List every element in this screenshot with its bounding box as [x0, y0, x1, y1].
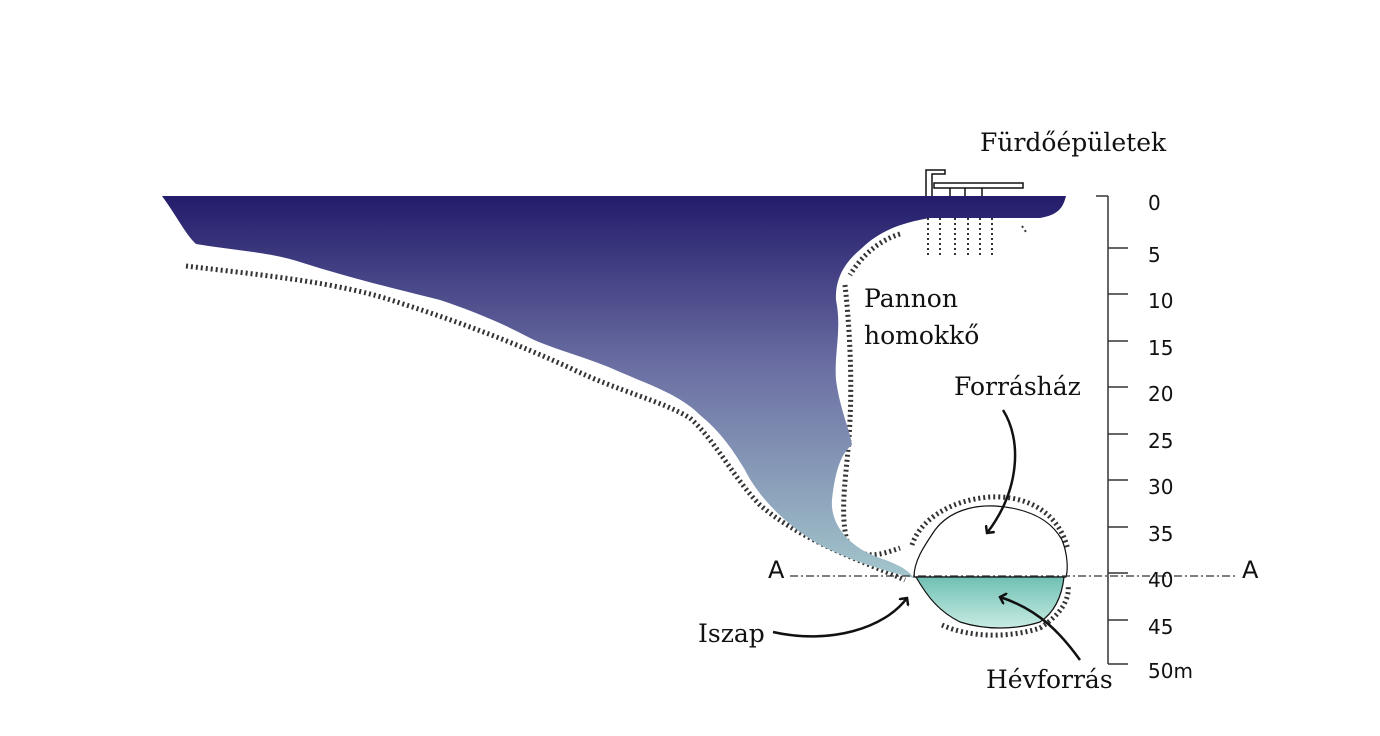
depth-tick-5: 5	[1148, 243, 1161, 267]
mud-label: Iszap	[698, 619, 765, 648]
spring-house-chamber	[913, 505, 1068, 578]
depth-tick-10: 10	[1148, 289, 1173, 313]
spring-house-arrow	[987, 409, 1017, 533]
depth-tick-0: 0	[1148, 191, 1161, 215]
chamber-dotted-rim	[909, 494, 1071, 638]
depth-tick-15: 15	[1148, 336, 1173, 360]
depth-tick-labels: 0 5 10 15 20 25 30 35 40 45 50m	[1148, 191, 1193, 683]
building-piles	[927, 218, 1027, 258]
depth-tick-40: 40	[1148, 568, 1173, 592]
sandstone-label-line1: Pannon	[864, 284, 958, 313]
lake-water	[162, 196, 1066, 578]
depth-tick-35: 35	[1148, 522, 1173, 546]
depth-tick-25: 25	[1148, 429, 1173, 453]
section-label-right: A	[1242, 556, 1259, 584]
mud-arrow	[772, 598, 907, 638]
thermal-spring-label: Hévforrás	[986, 665, 1113, 694]
bath-buildings-label: Fürdőépületek	[980, 128, 1167, 157]
thermal-spring-water	[914, 576, 1065, 629]
spring-house-label: Forrásház	[954, 372, 1081, 401]
depth-tick-45: 45	[1148, 615, 1173, 639]
depth-scale	[1096, 195, 1128, 665]
depth-tick-30: 30	[1148, 475, 1173, 499]
section-label-left: A	[768, 556, 785, 584]
bath-buildings	[925, 169, 1024, 196]
sediment-dotted-bands	[185, 231, 907, 583]
sandstone-label-line2: homokkő	[864, 321, 979, 350]
thermal-spring-arrow	[1000, 597, 1082, 661]
depth-tick-20: 20	[1148, 382, 1173, 406]
depth-tick-50: 50m	[1148, 659, 1193, 683]
